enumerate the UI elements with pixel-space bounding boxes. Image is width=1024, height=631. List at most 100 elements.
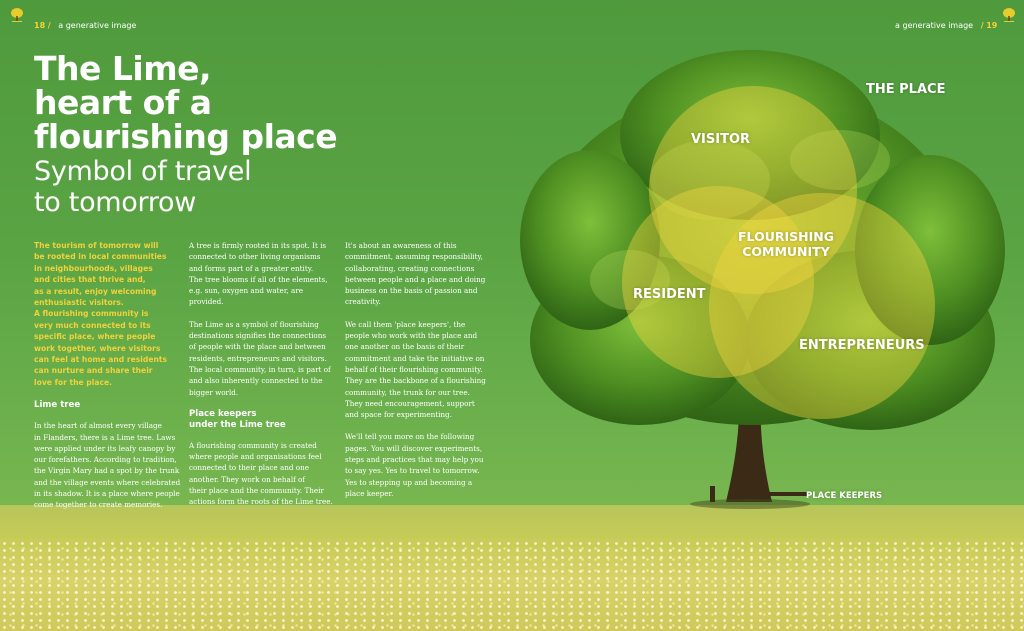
flourishing-community-label: FLOURISHING COMMUNITY	[731, 229, 841, 259]
text-line: love for the place.	[34, 377, 113, 387]
text-line: We call them 'place keepers', the	[345, 319, 466, 329]
text-line: and forms part of a greater entity.	[189, 263, 314, 273]
entrepreneurs-circle	[709, 193, 935, 419]
text-line: between people and a place and doing	[345, 274, 486, 284]
text-line: They need encouragement, support	[345, 398, 475, 408]
text-line: A flourishing community is	[34, 309, 149, 319]
left-page-header: 18 / a generative image	[34, 21, 136, 31]
text-line: enthusiastic visitors.	[34, 298, 124, 308]
text-line: our forefathers. According to tradition,	[34, 455, 177, 465]
right-running-title: a generative image	[895, 21, 974, 30]
title-line-2: heart of a	[34, 83, 212, 122]
text-line: e.g. sun, oxygen and water, are	[189, 286, 304, 296]
text-line: bigger world.	[189, 387, 239, 397]
place-keepers-heading-line-1: Place keepers	[189, 408, 257, 419]
right-page-header: a generative image / 19	[895, 21, 997, 31]
text-line: their place and the community. Their	[189, 486, 324, 496]
right-page-number: 19	[986, 21, 998, 30]
resident-label: RESIDENT	[633, 287, 706, 302]
text-line: can nurture and share their	[34, 366, 153, 376]
lime-tree-illustration	[520, 50, 1005, 509]
symbol-paragraph: The Lime as a symbol of flourishing desti…	[189, 319, 339, 398]
text-line: commitment and take the initiative on	[345, 353, 485, 363]
the-place-label: THE PLACE	[866, 82, 946, 97]
right-separator: /	[980, 21, 984, 30]
text-line: connected to other living organisms	[189, 252, 321, 262]
text-line: work together, where visitors	[34, 343, 161, 353]
left-running-title: a generative image	[58, 21, 137, 30]
text-line: connected to their place and one	[189, 463, 309, 473]
text-line: behalf of their flourishing community.	[345, 364, 483, 374]
text-line: in its shadow. It is a place where peopl…	[34, 489, 180, 499]
text-line: place keeper.	[345, 488, 394, 498]
resident-circle	[622, 186, 814, 378]
text-line: creativity.	[345, 297, 381, 307]
text-line: of people with the place and between	[189, 342, 326, 352]
text-line: The tourism of tomorrow will	[34, 241, 159, 250]
text-line: provided.	[189, 297, 224, 307]
text-column-2: A tree is firmly rooted in its spot. It …	[189, 240, 339, 519]
left-separator: /	[47, 21, 51, 30]
text-line: commitment, assuming responsibility,	[345, 252, 483, 262]
text-line: It's about an awareness of this	[345, 241, 457, 250]
place-keepers-paragraph: We call them 'place keepers', the people …	[345, 319, 503, 421]
text-line: actions form the roots of the Lime tree.	[189, 497, 333, 507]
title-line-3: flourishing place	[34, 117, 338, 156]
text-line: people who work with the place and	[345, 331, 478, 341]
subtitle-line-2: to tomorrow	[34, 187, 197, 218]
text-line: were applied under its leafy canopy by	[34, 443, 176, 453]
text-line: destinations signifies the connections	[189, 331, 327, 341]
text-line: Yes to stepping up and becoming a	[345, 477, 473, 487]
community-paragraph: A flourishing community is created where …	[189, 440, 339, 508]
text-line: and space for experimenting.	[345, 410, 452, 420]
text-line: specific place, where people	[34, 332, 156, 342]
text-line: A flourishing community is created	[189, 440, 317, 450]
visitor-label: VISITOR	[691, 132, 751, 147]
text-line: in neighbourhoods, villages	[34, 263, 153, 273]
text-line: collaborating, creating connections	[345, 263, 475, 273]
text-line: and the village events where celebrated	[34, 477, 181, 487]
text-line: The local community, in turn, is part of	[189, 364, 331, 374]
text-line: come together to create memories.	[34, 500, 163, 510]
page-subtitle: Symbol of travel to tomorrow	[34, 156, 354, 218]
rooted-paragraph: A tree is firmly rooted in its spot. It …	[189, 240, 339, 308]
meadow-flowers	[0, 540, 1024, 631]
text-line: In the heart of almost every village	[34, 421, 162, 431]
text-line: community, the trunk for our tree.	[345, 387, 470, 397]
place-keepers-heading: Place keepers under the Lime tree	[189, 409, 339, 431]
text-line: another. They work on behalf of	[189, 474, 306, 484]
place-keepers-label: PLACE KEEPERS	[806, 491, 883, 501]
lime-tree-heading: Lime tree	[34, 400, 81, 411]
text-column-3: It's about an awareness of this commitmen…	[345, 240, 503, 510]
text-line: We'll tell you more on the following	[345, 432, 475, 442]
place-keepers-heading-line-2: under the Lime tree	[189, 419, 286, 430]
text-line: The Lime as a symbol of flourishing	[189, 319, 319, 329]
text-line: be rooted in local communities	[34, 252, 167, 262]
flourishing-community-line-2: COMMUNITY	[742, 244, 830, 259]
text-line: can feel at home and residents	[34, 355, 168, 365]
text-line: in Flanders, there is a Lime tree. Laws	[34, 432, 176, 442]
awareness-paragraph: It's about an awareness of this commitmen…	[345, 240, 503, 308]
title-line-1: The Lime,	[34, 49, 212, 88]
text-line: A tree is firmly rooted in its spot. It …	[189, 241, 327, 250]
text-line: as a result, enjoy welcoming	[34, 286, 157, 296]
text-line: where people and organisations feel	[189, 452, 322, 462]
text-column-1: The tourism of tomorrow will be rooted in…	[34, 240, 184, 522]
text-line: and also inherently connected to the	[189, 376, 323, 386]
text-line: to say yes. Yes to travel to tomorrow.	[345, 466, 480, 476]
page-title: The Lime, heart of a flourishing place	[34, 52, 364, 154]
text-line: The tree blooms if all of the elements,	[189, 274, 328, 284]
lime-tree-logo-icon	[11, 8, 23, 22]
text-line: one another on the basis of their	[345, 342, 465, 352]
text-line: the Virgin Mary had a spot by the trunk	[34, 466, 180, 476]
visitor-circle	[649, 86, 857, 294]
text-line: They are the backbone of a flourishing	[345, 376, 486, 386]
text-line: steps and practices that may help you	[345, 455, 484, 465]
text-line: residents, entrepreneurs and visitors.	[189, 353, 327, 363]
text-line: business on the basis of passion and	[345, 286, 478, 296]
flourishing-community-line-1: FLOURISHING	[738, 229, 834, 244]
